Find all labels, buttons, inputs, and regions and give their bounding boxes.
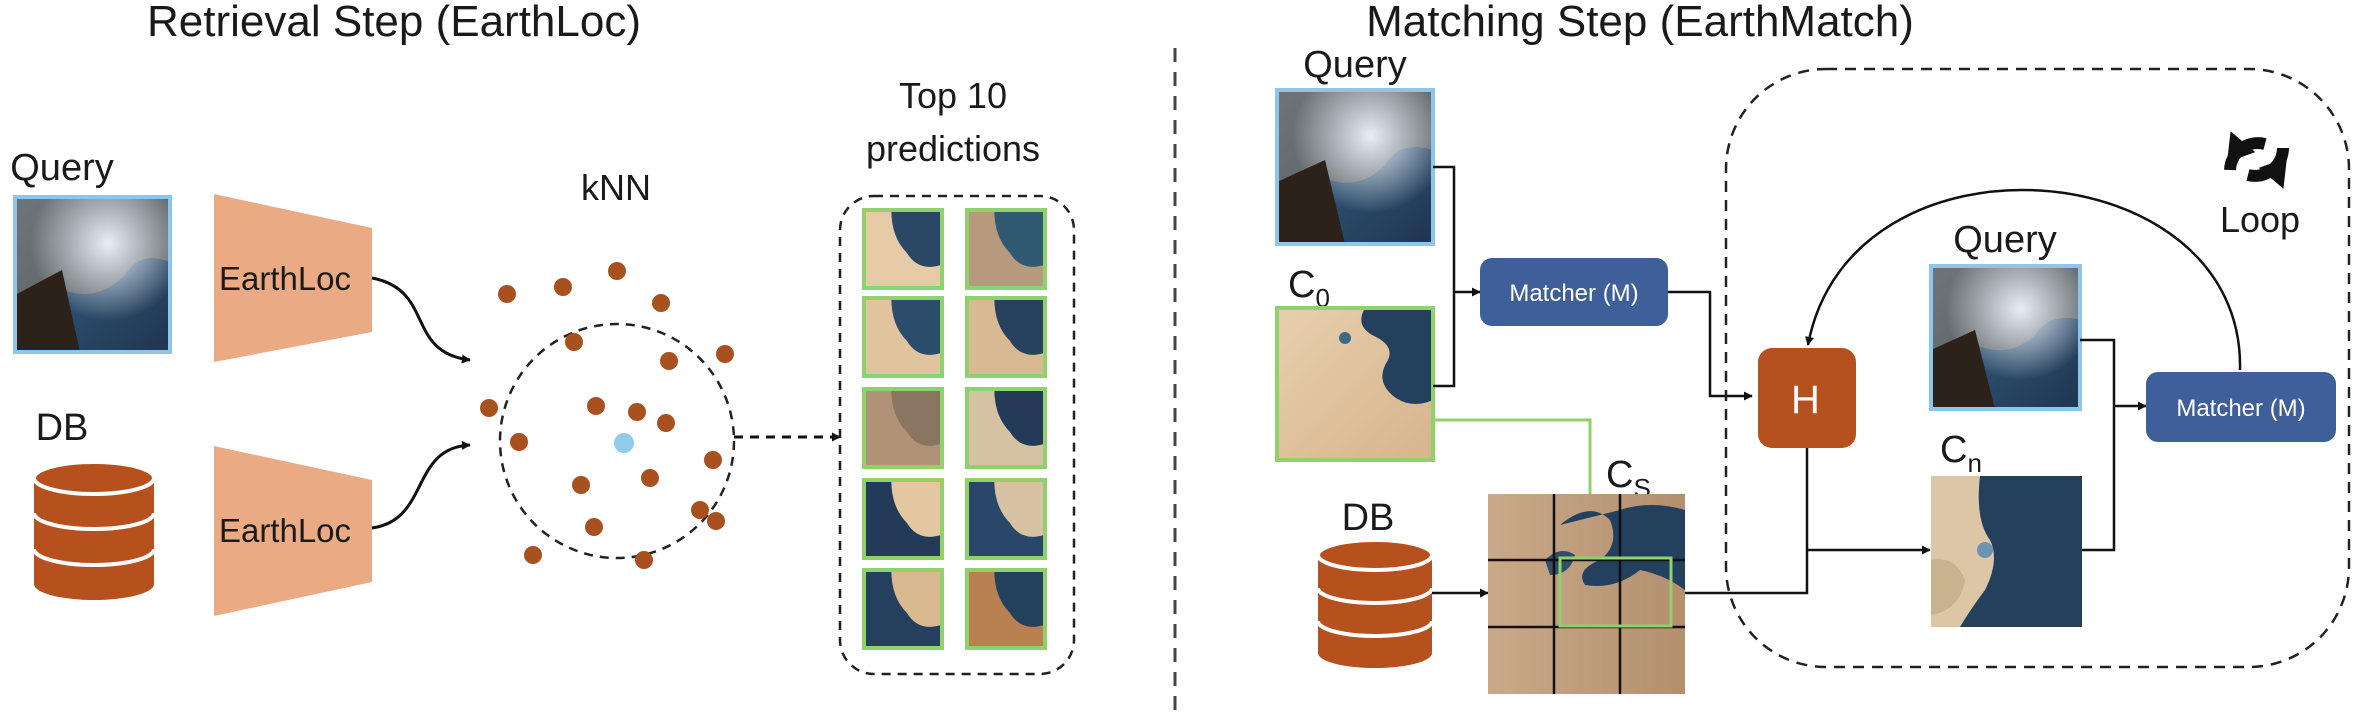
- top-predictions-label-line1: Top 10: [899, 75, 1007, 116]
- knn-neighbor-point: [628, 403, 646, 421]
- knn-neighborhood-circle: [498, 322, 736, 560]
- prediction-thumbnail: [965, 568, 1047, 650]
- knn-neighbor-point: [657, 414, 675, 432]
- top-predictions-label-line2: predictions: [866, 128, 1040, 169]
- knn-neighbor-point: [480, 399, 498, 417]
- connector-loop-query-to-merge: [2080, 338, 2116, 406]
- c0-label: C0: [1288, 264, 1330, 313]
- connector-cn-to-merge: [2082, 406, 2116, 552]
- prediction-thumbnail: [862, 478, 944, 560]
- prediction-thumbnail: [862, 387, 944, 469]
- knn-points: [480, 262, 734, 569]
- retrieval-db-cylinder: [32, 460, 156, 600]
- matching-db-cylinder: [1316, 538, 1434, 668]
- knn-neighbor-point: [691, 501, 709, 519]
- earthloc-encoder-top: EarthLoc: [214, 194, 372, 362]
- knn-neighbor-point: [554, 278, 572, 296]
- knn-neighbor-point: [565, 333, 583, 351]
- matcher-second-label: Matcher (M): [2176, 395, 2305, 422]
- knn-neighbor-point: [585, 518, 603, 536]
- matcher-first-label: Matcher (M): [1509, 280, 1638, 307]
- cn-image: [1931, 476, 2082, 627]
- prediction-thumbnail: [862, 296, 944, 378]
- knn-neighbor-point: [641, 469, 659, 487]
- loop-query-image: [1929, 264, 2082, 411]
- retrieval-query-label: Query: [10, 147, 113, 189]
- c0-to-cs-green-line: [1433, 418, 1592, 522]
- retrieval-db-label: DB: [36, 407, 89, 449]
- prediction-thumbnail: [965, 296, 1047, 378]
- arrow-matcher-to-h: [1668, 290, 1753, 401]
- loop-icon: [2224, 131, 2289, 189]
- knn-label: kNN: [581, 167, 651, 208]
- knn-neighbor-point: [587, 397, 605, 415]
- retrieval-query-image: [13, 195, 172, 354]
- matcher-button-second: Matcher (M): [2146, 372, 2336, 442]
- knn-neighbor-point: [524, 546, 542, 564]
- h-label: H: [1791, 378, 1820, 422]
- knn-neighbor-point: [498, 285, 516, 303]
- knn-neighbor-point: [608, 262, 626, 280]
- connector-c0-to-merge: [1433, 292, 1456, 388]
- feedback-arrow-matcher-to-h: [1805, 188, 2242, 371]
- retrieval-step-title: Retrieval Step (EarthLoc): [147, 0, 641, 46]
- knn-neighbor-point: [572, 476, 590, 494]
- earthloc-encoder-top-label: EarthLoc: [219, 260, 351, 297]
- knn-neighbor-point: [707, 512, 725, 530]
- knn-query-point: [614, 433, 634, 453]
- prediction-grid: [862, 208, 1047, 650]
- arrow-encoder-top-to-knn: [371, 276, 471, 364]
- matching-step-title: Matching Step (EarthMatch): [1366, 0, 1914, 46]
- loop-container: [1724, 67, 2351, 669]
- prediction-thumbnail: [965, 208, 1047, 290]
- cs-grid-image: [1488, 494, 1685, 694]
- earthloc-encoder-bottom-label: EarthLoc: [219, 512, 351, 549]
- matching-query-label: Query: [1303, 44, 1406, 86]
- knn-neighbor-point: [635, 551, 653, 569]
- earthloc-encoder-bottom: EarthLoc: [214, 446, 372, 616]
- loop-query-label: Query: [1953, 219, 2056, 261]
- prediction-thumbnail: [965, 387, 1047, 469]
- cn-label: Cn: [1940, 429, 1982, 478]
- knn-neighbor-point: [510, 433, 528, 451]
- predictions-container: [838, 194, 1076, 676]
- arrow-encoder-bottom-to-knn: [371, 440, 471, 530]
- matching-db-label: DB: [1342, 497, 1395, 539]
- prediction-thumbnail: [965, 478, 1047, 560]
- arrow-cs-to-h: [1685, 448, 1809, 595]
- prediction-thumbnail: [862, 568, 944, 650]
- knn-neighbor-point: [704, 451, 722, 469]
- prediction-thumbnail: [862, 208, 944, 290]
- knn-neighbor-point: [716, 345, 734, 363]
- knn-neighbor-point: [652, 294, 670, 312]
- matching-query-image: [1275, 88, 1435, 246]
- homography-h-box: H: [1758, 348, 1856, 448]
- knn-neighbor-point: [660, 352, 678, 370]
- matcher-button-first: Matcher (M): [1480, 258, 1668, 326]
- c0-image: [1275, 306, 1435, 462]
- connector-query-to-merge: [1433, 165, 1456, 292]
- loop-label: Loop: [2220, 199, 2300, 240]
